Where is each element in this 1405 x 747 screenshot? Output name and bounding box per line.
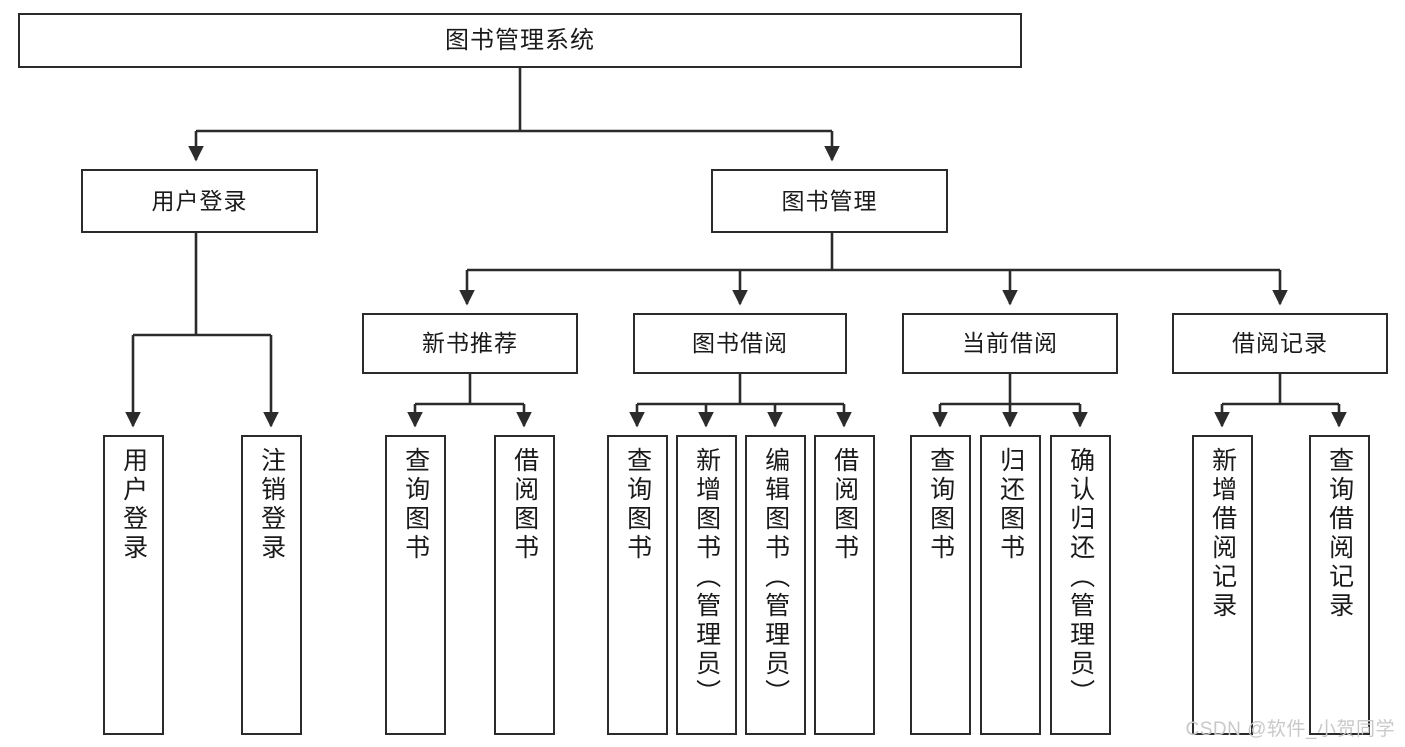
node-leaf-query-book-2-label: 查询图书 [623, 447, 652, 563]
node-leaf-query-record-label: 查询借阅记录 [1325, 447, 1354, 621]
node-book-borrow-label: 图书借阅 [692, 330, 788, 357]
node-leaf-add-record-label: 新增借阅记录 [1208, 447, 1237, 621]
node-leaf-logout[interactable]: 注销登录 [241, 435, 302, 735]
node-leaf-edit-book[interactable]: 编辑图书（管理员） [745, 435, 806, 735]
node-leaf-borrow-book-1[interactable]: 借阅图书 [494, 435, 555, 735]
node-leaf-query-book-1-label: 查询图书 [401, 447, 430, 563]
node-leaf-logout-label: 注销登录 [257, 447, 286, 563]
node-book-manage[interactable]: 图书管理 [711, 169, 948, 233]
node-leaf-query-book-1[interactable]: 查询图书 [385, 435, 446, 735]
node-leaf-query-record[interactable]: 查询借阅记录 [1309, 435, 1370, 735]
watermark: CSDN @软件_小贺同学 [1185, 719, 1395, 740]
node-new-book-rec[interactable]: 新书推荐 [362, 313, 578, 374]
node-leaf-query-book-3[interactable]: 查询图书 [910, 435, 971, 735]
node-leaf-borrow-book-2[interactable]: 借阅图书 [814, 435, 875, 735]
node-leaf-add-book[interactable]: 新增图书（管理员） [676, 435, 737, 735]
node-book-manage-label: 图书管理 [781, 187, 878, 214]
node-current-borrow[interactable]: 当前借阅 [902, 313, 1118, 374]
node-leaf-borrow-book-2-label: 借阅图书 [830, 447, 859, 563]
node-leaf-add-record[interactable]: 新增借阅记录 [1192, 435, 1253, 735]
node-root-label: 图书管理系统 [445, 26, 595, 54]
node-leaf-edit-book-label: 编辑图书（管理员） [761, 447, 790, 708]
node-user-login-label: 用户登录 [151, 187, 248, 214]
node-leaf-user-login-label: 用户登录 [119, 447, 148, 563]
node-leaf-user-login[interactable]: 用户登录 [103, 435, 164, 735]
node-leaf-confirm-return[interactable]: 确认归还（管理员） [1050, 435, 1111, 735]
node-borrow-record-label: 借阅记录 [1232, 330, 1328, 357]
node-leaf-return-book-label: 归还图书 [996, 447, 1025, 563]
node-new-book-rec-label: 新书推荐 [422, 330, 518, 357]
node-book-borrow[interactable]: 图书借阅 [633, 313, 847, 374]
node-leaf-query-book-3-label: 查询图书 [926, 447, 955, 563]
node-leaf-borrow-book-1-label: 借阅图书 [510, 447, 539, 563]
node-borrow-record[interactable]: 借阅记录 [1172, 313, 1388, 374]
node-leaf-confirm-return-label: 确认归还（管理员） [1066, 447, 1095, 708]
node-current-borrow-label: 当前借阅 [962, 330, 1058, 357]
node-root[interactable]: 图书管理系统 [18, 13, 1022, 68]
node-leaf-add-book-label: 新增图书（管理员） [692, 447, 721, 708]
node-user-login[interactable]: 用户登录 [81, 169, 318, 233]
node-leaf-return-book[interactable]: 归还图书 [980, 435, 1041, 735]
node-leaf-query-book-2[interactable]: 查询图书 [607, 435, 668, 735]
